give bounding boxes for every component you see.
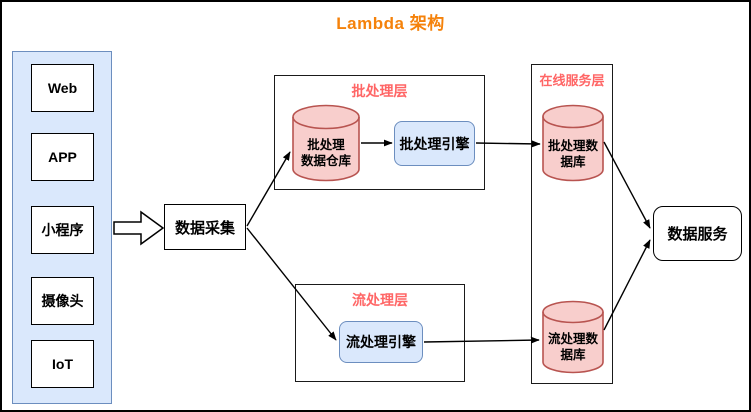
batch-db-cylinder: 批处理数 据库 (542, 104, 604, 182)
source-node-camera: 摄像头 (31, 277, 94, 325)
collect-node: 数据采集 (164, 204, 246, 250)
service-node-label: 数据服务 (667, 226, 728, 243)
source-node-web: Web (31, 64, 94, 112)
service-node: 数据服务 (653, 206, 742, 261)
cylinder-shape (542, 104, 604, 182)
batch-engine-node: 批处理引擎 (394, 121, 475, 166)
collect-node-label: 数据采集 (174, 219, 235, 237)
batch-engine-label: 批处理引擎 (399, 135, 470, 152)
source-node-iot-label: IoT (52, 356, 73, 372)
stream-engine-node: 流处理引擎 (339, 321, 423, 363)
source-node-app: APP (31, 133, 94, 181)
stream-db-label: 流处理数 据库 (547, 332, 598, 363)
diagram-title: Lambda 架构 (336, 14, 445, 33)
source-node-miniprogram: 小程序 (31, 206, 94, 254)
block-arrow-sources-to-collect (113, 210, 165, 246)
stream-db-cylinder: 流处理数 据库 (542, 300, 604, 374)
source-node-app-label: APP (48, 149, 77, 165)
source-node-camera-label: 摄像头 (41, 293, 84, 309)
batch-layer-title: 批处理层 (351, 83, 408, 99)
source-group: Web APP 小程序 摄像头 IoT (12, 51, 112, 404)
online-layer-title: 在线服务层 (539, 73, 605, 88)
batch-db-label: 批处理数 据库 (547, 139, 598, 170)
cylinder-shape (542, 300, 604, 374)
batch-warehouse-cylinder: 批处理 数据仓库 (292, 104, 360, 182)
source-node-web-label: Web (47, 80, 78, 96)
batch-warehouse-label: 批处理 数据仓库 (300, 138, 351, 169)
stream-engine-label: 流处理引擎 (346, 334, 416, 350)
stream-layer-title: 流处理层 (352, 292, 408, 308)
source-node-iot: IoT (31, 340, 94, 388)
cylinder-shape (292, 104, 360, 182)
source-node-miniprogram-label: 小程序 (41, 222, 84, 238)
